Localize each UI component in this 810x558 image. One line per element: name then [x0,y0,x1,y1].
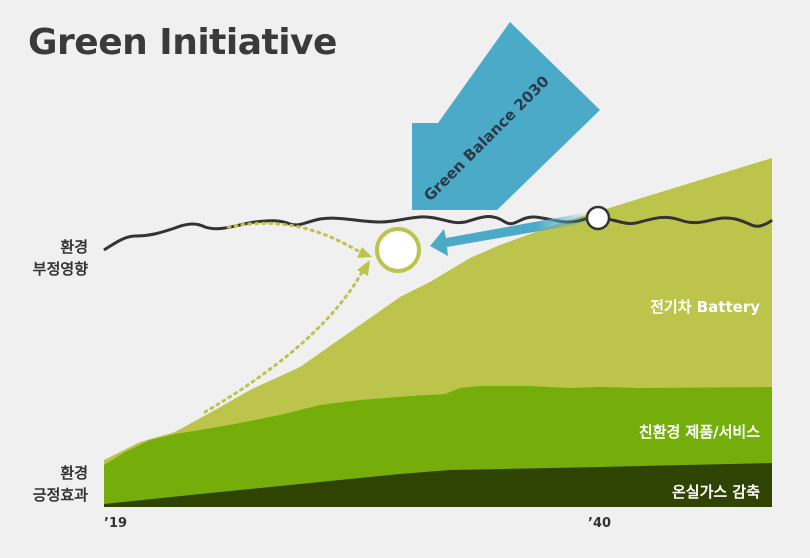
dotted-arrowhead-top [357,247,372,258]
negative-impact-label: 환경 부정영향 [33,236,88,280]
x-tick-2040: ’40 [588,516,612,531]
dotted-arrow-bottom [203,270,364,414]
label-line: 환경 [60,464,88,482]
label-line: 부정영향 [32,260,88,278]
layer-label-ghg: 온실가스 감축 [671,483,760,501]
target-circle [375,227,421,273]
positive-effect-label: 환경 긍정효과 [33,462,88,506]
layer-ghg-reduction [104,463,772,507]
dotted-arrowhead-bottom [357,260,370,276]
x-tick-2019: ’19 [104,516,128,531]
blue-arrow [430,212,592,256]
balance-point-circle [585,205,611,231]
page-title: Green Initiative [28,22,337,63]
layer-label-eco-products: 친환경 제품/서비스 [638,423,760,441]
green-balance-banner [412,22,600,210]
layer-label-battery: 전기차 Battery [650,298,760,316]
label-line: 긍정효과 [32,486,88,504]
label-line: 환경 [60,238,88,256]
dotted-arrow-top [226,221,362,254]
negative-impact-line [103,215,774,252]
